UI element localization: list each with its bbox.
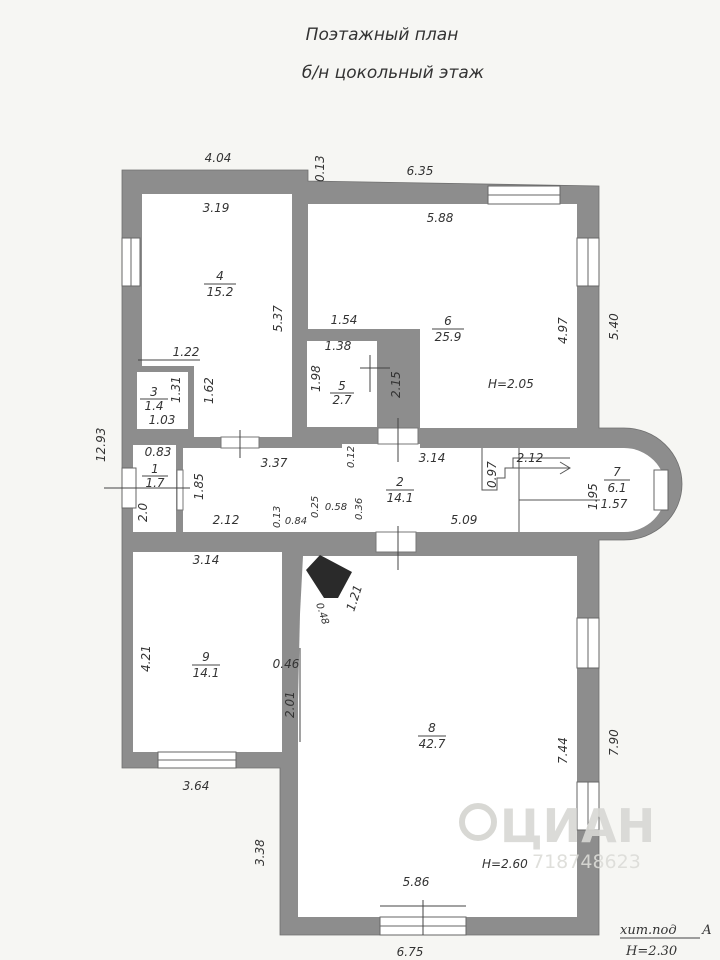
dim-20: 2.0 [136, 503, 150, 522]
room-2-number: 2 [396, 475, 404, 489]
room-4-number: 4 [216, 269, 224, 283]
dim-103: 1.03 [149, 413, 176, 427]
dim-201: 2.01 [283, 691, 297, 718]
dim-room6-top: 5.88 [427, 211, 454, 225]
dim-room6-right: 4.97 [556, 317, 570, 344]
room-6-height: H=2.05 [488, 377, 534, 391]
dim-room8-right: 7.44 [556, 737, 570, 764]
room-5-area: 2.7 [332, 393, 351, 407]
dim-012: 0.12 [346, 446, 357, 468]
footer-note-text: хит.под [620, 923, 677, 938]
plan-title: Поэтажный план [306, 25, 459, 45]
room-8-area: 42.7 [419, 737, 446, 751]
dim-215: 2.15 [389, 371, 403, 398]
room-labels: 4 15.2 6 25.9 3 1.4 5 2.7 1 1.7 2 14.1 7… [140, 269, 630, 871]
room-6-number: 6 [444, 314, 452, 328]
room-3-area: 1.4 [144, 399, 163, 413]
dim-337: 3.37 [261, 456, 288, 470]
room-interiors [133, 194, 666, 917]
dim-195: 1.95 [586, 483, 600, 510]
dim-036: 0.36 [354, 498, 365, 520]
dim-122: 1.22 [173, 345, 200, 359]
stairs [481, 448, 600, 532]
room-8-height: H=2.60 [482, 857, 528, 871]
dim-room9-left: 4.21 [139, 645, 153, 672]
dimensions: 4.04 0.13 6.35 3.19 5.37 5.88 4.97 5.40 … [94, 151, 628, 959]
dim-outer-bottom: 6.75 [397, 945, 424, 959]
dim-083: 0.83 [145, 445, 172, 459]
dim-left-total: 12.93 [94, 428, 108, 462]
chimney-block [306, 555, 352, 598]
dim-058: 0.58 [325, 502, 347, 513]
room-4-area: 15.2 [207, 285, 234, 299]
footer-letter: А [701, 923, 712, 938]
room-7-number: 7 [613, 465, 621, 479]
dim-046: 0.46 [273, 657, 300, 671]
dim-138: 1.38 [325, 339, 352, 353]
dim-room9-top: 3.14 [193, 553, 220, 567]
watermark-id: 718748623 [532, 851, 641, 873]
dim-157: 1.57 [601, 497, 628, 511]
dim-room8-bottom: 5.86 [403, 875, 430, 889]
dim-room9-bottom: 3.64 [183, 779, 210, 793]
dim-509: 5.09 [451, 513, 478, 527]
room-9-area: 14.1 [193, 666, 220, 680]
dim-185: 1.85 [192, 473, 206, 500]
room-9-number: 9 [202, 650, 210, 664]
dim-top-013: 0.13 [313, 155, 327, 182]
dim-198: 1.98 [309, 365, 323, 392]
room-8-number: 8 [428, 721, 436, 735]
dim-013: 0.13 [272, 506, 283, 528]
dim-room4-right: 5.37 [271, 305, 285, 332]
dim-154: 1.54 [331, 313, 358, 327]
watermark: ЦИАН 718748623 [459, 799, 655, 873]
dim-212-corridor: 2.12 [213, 513, 240, 527]
footer-note: хит.под А H=2.30 [620, 923, 712, 959]
room-1-number: 1 [151, 462, 159, 476]
dim-top-left: 4.04 [205, 151, 232, 165]
room-3-number: 3 [150, 385, 158, 399]
dim-162: 1.62 [202, 377, 216, 404]
room-6-area: 25.9 [435, 330, 462, 344]
watermark-brand: ЦИАН [500, 799, 655, 853]
dim-338: 3.38 [253, 839, 267, 866]
dim-025: 0.25 [310, 496, 321, 518]
room-2-area: 14.1 [387, 491, 414, 505]
dim-212-stairs: 2.12 [517, 451, 544, 465]
dim-top-right: 6.35 [407, 164, 434, 178]
door-markers [104, 355, 466, 935]
plan-subtitle: б/н цокольный этаж [302, 63, 485, 83]
dim-outer-right-bottom: 7.90 [607, 729, 621, 756]
room-1-area: 1.7 [145, 476, 164, 490]
dim-outer-right-top: 5.40 [607, 313, 621, 340]
dim-room4-top: 3.19 [203, 201, 230, 215]
dim-314: 3.14 [419, 451, 446, 465]
footer-height: H=2.30 [625, 944, 677, 959]
dim-131: 1.31 [169, 376, 183, 403]
room-7-area: 6.1 [607, 481, 626, 495]
dim-084: 0.84 [285, 516, 307, 527]
dim-097: 0.97 [485, 461, 499, 488]
room-5-number: 5 [338, 379, 346, 393]
